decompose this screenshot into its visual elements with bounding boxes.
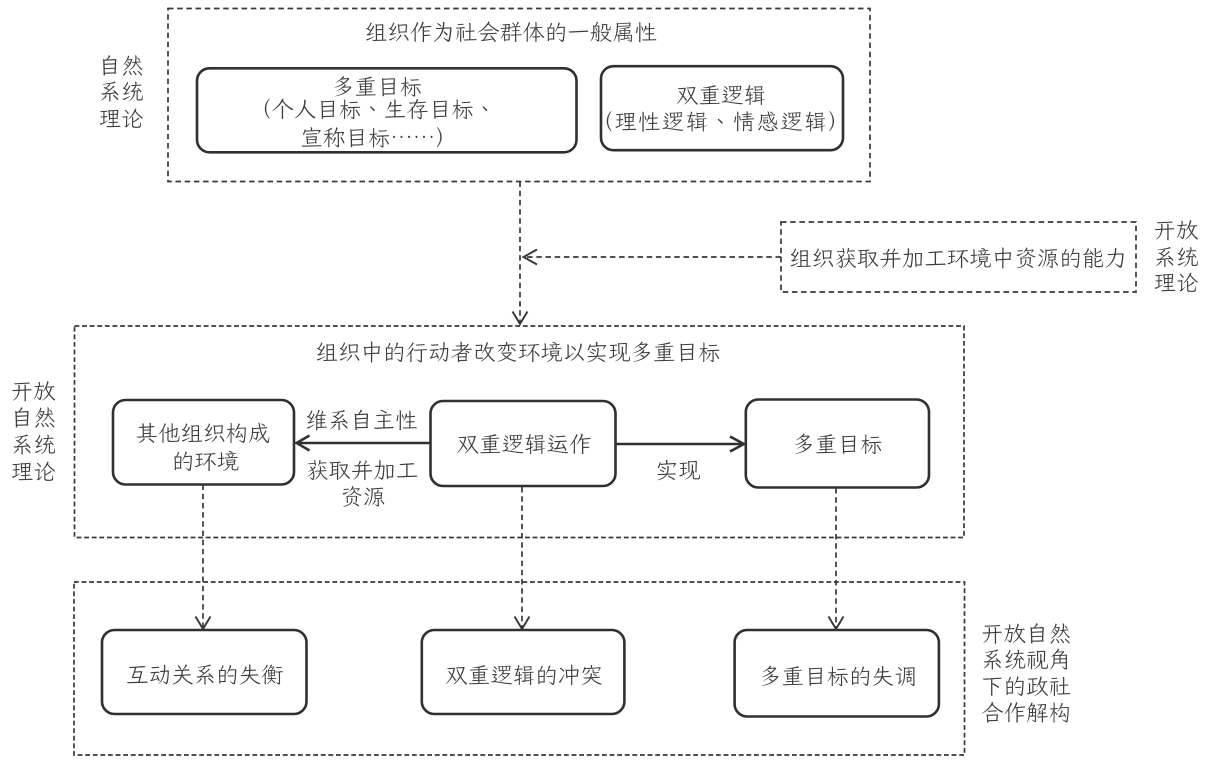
svg-text:（个人目标、生存目标、: （个人目标、生存目标、 [249, 95, 497, 124]
svg-text:开放自然: 开放自然 [981, 620, 1071, 649]
svg-text:系统: 系统 [1153, 243, 1198, 272]
svg-text:开放: 开放 [1153, 216, 1199, 245]
svg-text:宣称目标……）: 宣称目标……） [300, 124, 458, 153]
svg-text:维系自主性: 维系自主性 [305, 406, 418, 435]
svg-text:合作解构: 合作解构 [981, 699, 1071, 728]
svg-text:多重目标: 多重目标 [332, 73, 422, 102]
svg-text:多重目标的失调: 多重目标的失调 [759, 662, 917, 691]
svg-text:获取并加工: 获取并加工 [306, 456, 419, 485]
svg-text:多重目标: 多重目标 [792, 430, 882, 459]
svg-text:组织中的行动者改变环境以实现多重目标: 组织中的行动者改变环境以实现多重目标 [315, 338, 720, 367]
svg-text:系统: 系统 [98, 78, 143, 107]
svg-text:的环境: 的环境 [172, 447, 240, 476]
svg-text:组织获取并加工环境中资源的能力: 组织获取并加工环境中资源的能力 [789, 244, 1127, 273]
svg-text:（理性逻辑、情感逻辑）: （理性逻辑、情感逻辑） [591, 108, 852, 137]
svg-text:组织作为社会群体的一般属性: 组织作为社会群体的一般属性 [365, 18, 658, 47]
svg-text:互动关系的失衡: 互动关系的失衡 [126, 661, 284, 690]
svg-text:理论: 理论 [98, 105, 143, 134]
svg-text:系统: 系统 [11, 431, 56, 460]
svg-text:实现: 实现 [655, 456, 700, 485]
svg-text:资源: 资源 [340, 483, 385, 512]
svg-text:下的政社: 下的政社 [981, 672, 1071, 701]
svg-text:理论: 理论 [11, 458, 56, 487]
svg-text:其他组织构成: 其他组织构成 [135, 419, 270, 448]
svg-text:双重逻辑: 双重逻辑 [676, 81, 766, 110]
svg-text:开放: 开放 [11, 377, 57, 406]
svg-text:自然: 自然 [98, 52, 143, 81]
svg-text:双重逻辑运作: 双重逻辑运作 [456, 430, 591, 459]
svg-text:理论: 理论 [1153, 269, 1198, 298]
svg-text:系统视角: 系统视角 [981, 646, 1071, 675]
svg-text:双重逻辑的冲突: 双重逻辑的冲突 [445, 661, 603, 690]
svg-text:自然: 自然 [11, 404, 56, 433]
